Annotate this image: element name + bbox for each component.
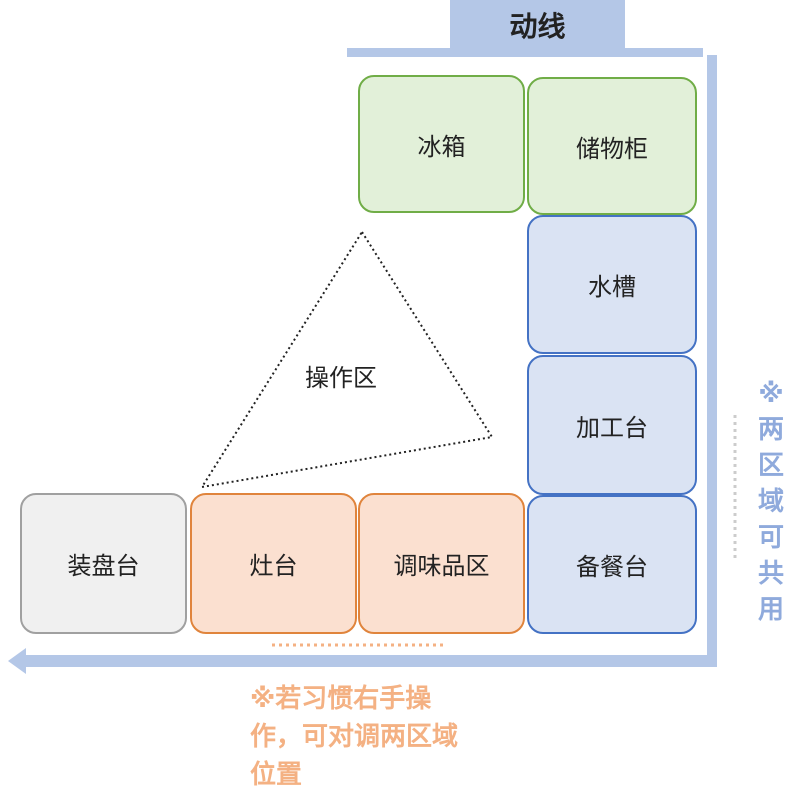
zone-cabinet: 储物柜	[527, 77, 697, 215]
flow-title: 动线	[509, 10, 566, 43]
zone-sink: 水槽	[527, 215, 697, 354]
flow-top-bar	[347, 48, 703, 57]
flow-bottom-arrow	[8, 648, 717, 674]
zone-fridge: 冰箱	[358, 75, 525, 213]
side-note-char: 可	[757, 523, 784, 553]
zone-stove-label: 灶台	[249, 552, 298, 580]
zone-seasoning: 调味品区	[358, 493, 525, 634]
side-note-char: 两	[757, 415, 784, 445]
zone-seasoning-label: 调味品区	[393, 552, 490, 580]
zone-prep-label: 加工台	[576, 413, 648, 442]
zone-plating-label: 装盘台	[67, 552, 140, 580]
zone-sink-label: 水槽	[588, 273, 636, 301]
side-note: ※ 两 区 域 可 共 用	[756, 376, 786, 628]
zone-cabinet-label: 储物柜	[576, 134, 648, 163]
side-note-char: 共	[757, 559, 784, 589]
side-note-char: ※	[758, 379, 784, 409]
zone-stove: 灶台	[190, 493, 357, 634]
zone-prep: 加工台	[527, 355, 697, 495]
zone-serving-label: 备餐台	[576, 553, 648, 581]
side-note-char: 用	[757, 595, 784, 625]
side-note-char: 区	[757, 451, 784, 481]
triangle-label: 操作区	[305, 364, 377, 392]
flow-right-bar	[707, 55, 717, 667]
zone-fridge-label: 冰箱	[417, 132, 466, 161]
flow-header-tab: 动线	[450, 0, 625, 50]
bottom-note: ※若习惯右手操作，可对调两区域位置	[250, 684, 459, 790]
side-note-char: 域	[757, 487, 784, 517]
zone-serving: 备餐台	[527, 495, 697, 634]
zone-plating: 装盘台	[20, 493, 187, 634]
